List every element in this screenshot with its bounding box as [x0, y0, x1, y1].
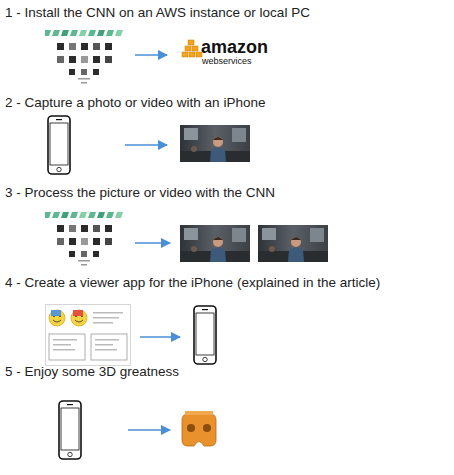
iphone-symbol	[59, 401, 81, 459]
flow-arrow	[135, 54, 167, 56]
app-illustration	[46, 305, 131, 366]
iphone-symbol	[194, 306, 216, 364]
photo-thumbnail	[180, 125, 250, 162]
flow-arrow	[128, 429, 170, 431]
cnn-illustration	[43, 212, 123, 266]
step-heading: 5 - Enjoy some 3D greatness	[5, 365, 179, 379]
flow-arrow	[135, 242, 170, 244]
step-heading: 2 - Capture a photo or video with an iPh…	[5, 96, 265, 110]
flow-arrow	[125, 144, 167, 146]
iphone-symbol	[48, 116, 70, 174]
flow-arrow	[140, 336, 180, 338]
cardboard-viewer	[182, 411, 216, 446]
step-heading: 3 - Process the picture or video with th…	[5, 186, 275, 200]
photo-thumbnail	[180, 225, 250, 262]
cnn-illustration	[43, 30, 123, 84]
step-heading: 4 - Create a viewer app for the iPhone (…	[5, 276, 380, 290]
photo-thumbnail	[258, 225, 328, 262]
aws-cubes	[182, 40, 202, 57]
logo-text: webservices	[202, 57, 252, 66]
logo-text: amazon	[201, 38, 268, 56]
step-heading: 1 - Install the CNN on an AWS instance o…	[5, 6, 310, 20]
